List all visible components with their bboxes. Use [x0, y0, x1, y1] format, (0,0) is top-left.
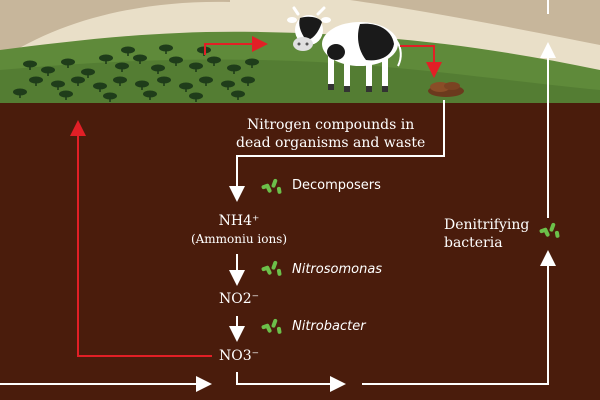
- nitrosomonas-label: Nitrosomonas: [292, 262, 383, 277]
- soil: [0, 103, 600, 400]
- denitrifying-bacteria-label: Denitrifying bacteria: [444, 217, 530, 251]
- nitrate-label: NO3⁻: [219, 348, 260, 364]
- arrow-to-denitrifying: [362, 250, 556, 385]
- left-hill: [0, 0, 230, 60]
- arrow-cow-to-waste: [400, 45, 442, 78]
- arrow-nitrate-to-plants: [70, 120, 212, 357]
- arrow-nitrate-right: [236, 372, 346, 392]
- right-hill: [350, 0, 600, 45]
- arrow-waste-to-ammonium: [229, 100, 445, 202]
- nitrobacter-label: Nitrobacter: [292, 319, 366, 334]
- decomposers-label: Decomposers: [292, 178, 381, 193]
- nitrogen-compounds-label: Nitrogen compounds in dead organisms and…: [236, 117, 426, 151]
- ammonium-label: NH4⁺ (Ammoniu ions): [190, 213, 288, 246]
- cow-icon: [287, 6, 402, 92]
- arrow-plants-to-cow: [204, 36, 268, 55]
- nitrite-label: NO2⁻: [219, 291, 260, 307]
- manure-icon: [428, 82, 464, 97]
